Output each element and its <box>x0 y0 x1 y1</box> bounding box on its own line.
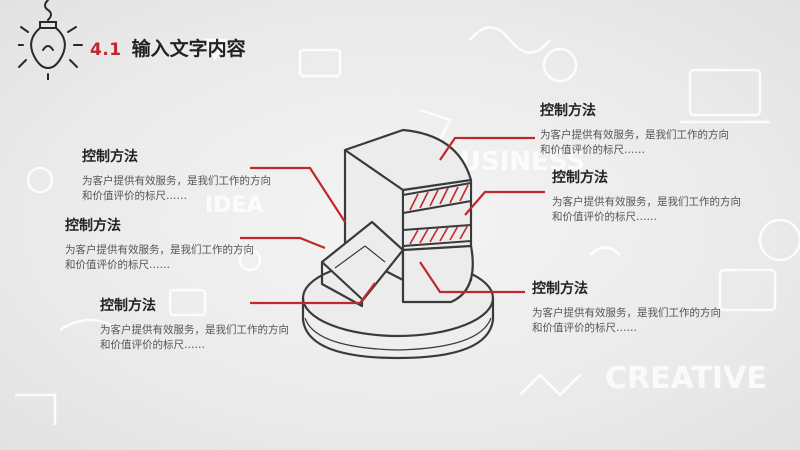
background-word-creative: CREATIVE <box>605 361 767 396</box>
label-bottom-right: 控制方法 为客户提供有效服务，是我们工作的方向和价值评价的标尺…… <box>532 278 722 336</box>
label-middle-right: 控制方法 为客户提供有效服务，是我们工作的方向和价值评价的标尺…… <box>552 167 742 225</box>
chart-hatched-strips <box>402 181 472 248</box>
title-text: 输入文字内容 <box>131 38 246 60</box>
label-desc: 为客户提供有效服务，是我们工作的方向和价值评价的标尺…… <box>552 196 741 223</box>
label-bottom-left: 控制方法 为客户提供有效服务，是我们工作的方向和价值评价的标尺…… <box>100 295 290 353</box>
label-title: 控制方法 <box>532 281 588 297</box>
slide-title: 4.1 输入文字内容 <box>90 34 246 61</box>
label-top-right: 控制方法 为客户提供有效服务，是我们工作的方向和价值评价的标尺…… <box>540 100 730 158</box>
label-title: 控制方法 <box>65 218 121 234</box>
chart-lower-slices <box>320 220 474 308</box>
label-desc: 为客户提供有效服务，是我们工作的方向和价值评价的标尺…… <box>65 244 254 271</box>
connector-line-middle-right <box>464 190 545 216</box>
label-desc: 为客户提供有效服务，是我们工作的方向和价值评价的标尺…… <box>532 307 721 334</box>
label-title: 控制方法 <box>540 103 596 119</box>
connector-line-top-right <box>439 136 535 161</box>
background-word-idea: IDEA <box>205 193 264 218</box>
light-bulb-icon <box>18 0 83 80</box>
label-title: 控制方法 <box>82 149 138 165</box>
connector-lines <box>240 136 545 305</box>
section-number: 4.1 <box>90 40 122 60</box>
connector-line-top-left <box>250 166 346 223</box>
label-desc: 为客户提供有效服务，是我们工作的方向和价值评价的标尺…… <box>100 324 289 351</box>
label-desc: 为客户提供有效服务，是我们工作的方向和价值评价的标尺…… <box>82 175 271 202</box>
connector-line-middle-left <box>240 236 326 250</box>
label-top-left: 控制方法 为客户提供有效服务，是我们工作的方向和价值评价的标尺…… <box>82 146 272 204</box>
label-desc: 为客户提供有效服务，是我们工作的方向和价值评价的标尺…… <box>540 129 729 156</box>
connector-line-bottom-left <box>250 282 376 305</box>
label-title: 控制方法 <box>100 298 156 314</box>
label-title: 控制方法 <box>552 170 608 186</box>
connector-line-bottom-right <box>419 261 525 294</box>
label-middle-left: 控制方法 为客户提供有效服务，是我们工作的方向和价值评价的标尺…… <box>65 215 255 273</box>
